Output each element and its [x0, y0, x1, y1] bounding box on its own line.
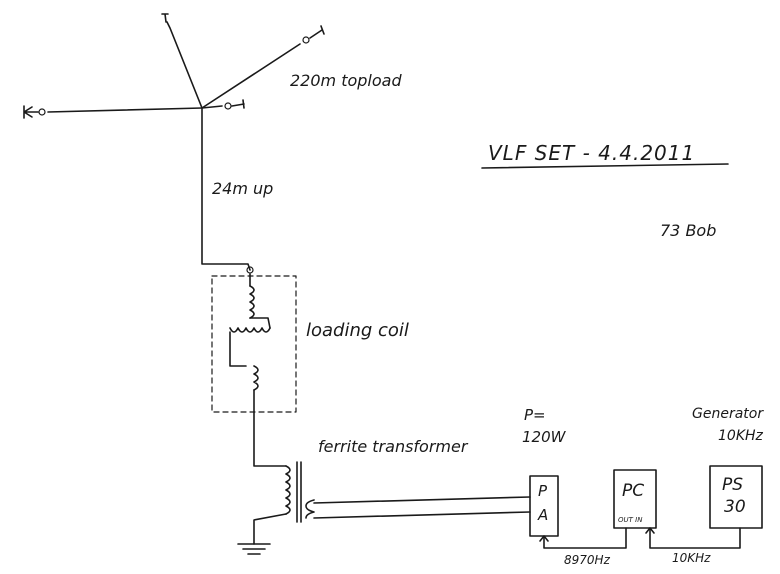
ps-label-line2: 30: [724, 497, 746, 517]
pa-label-line1: P: [538, 482, 548, 500]
pc-sub-label: OUT IN: [618, 516, 643, 524]
insulator-right-up-end: [309, 25, 325, 39]
transformer-secondary: [305, 499, 315, 519]
loading-coil-label: loading coil: [306, 320, 409, 341]
topload-wires: [23, 13, 325, 119]
up-label: 24m up: [212, 179, 273, 198]
insulator-left-end: [23, 105, 39, 119]
ground-symbol: [237, 543, 271, 555]
topload-wire-right-up: [201, 43, 301, 109]
coil-winding-3: [253, 365, 259, 391]
pc-box: [613, 469, 657, 529]
ps-box: [709, 465, 763, 529]
ferrite-transformer: [253, 461, 315, 545]
generator-label-line2: 10KHz: [718, 428, 764, 444]
insulator-right: [224, 102, 232, 110]
power-label-line1: P=: [524, 406, 546, 424]
signature: 73 Bob: [660, 221, 716, 240]
topload-wire-left: [47, 107, 203, 113]
ps-to-pc-arrow: [645, 527, 655, 534]
coil-winding-2: [229, 327, 271, 333]
freq-label-pc-pa: 8970Hz: [564, 553, 611, 567]
pa-label-line2: A: [537, 506, 548, 524]
title-underline: [481, 163, 729, 169]
topload-label: 220m topload: [290, 71, 402, 90]
topload-wire-right: [201, 105, 223, 109]
generator-label-line1: Generator: [692, 406, 764, 422]
wire-to-ground: [253, 513, 287, 545]
freq-label-ps-pc: 10KHz: [672, 551, 711, 565]
coil-link-1: [249, 317, 271, 329]
coil-link-2: [229, 331, 247, 367]
wire-to-transformer: [253, 411, 287, 467]
pc-to-pa-arrow: [539, 535, 549, 542]
page-title: VLF SET - 4.4.2011: [488, 141, 695, 165]
insulator-right-end: [231, 99, 245, 109]
ferrite-transformer-label: ferrite transformer: [318, 437, 469, 456]
topload-wire-up: [166, 21, 203, 109]
insulator-top: [161, 13, 169, 23]
pc-to-pa-wire: [543, 527, 627, 549]
feed-line-2: [313, 511, 531, 519]
ps-to-pc-wire: [649, 527, 741, 549]
power-label-line2: 120W: [522, 428, 567, 446]
pc-label: PC: [622, 481, 644, 501]
ps-label-line1: PS: [722, 475, 743, 495]
feed-line-1: [313, 496, 531, 504]
coil-terminal: [246, 266, 254, 274]
coil-winding-1: [249, 285, 255, 319]
loading-coil: [229, 273, 271, 413]
insulator-right-up: [302, 36, 310, 44]
transformer-primary: [285, 465, 291, 515]
insulator-left: [38, 108, 46, 116]
